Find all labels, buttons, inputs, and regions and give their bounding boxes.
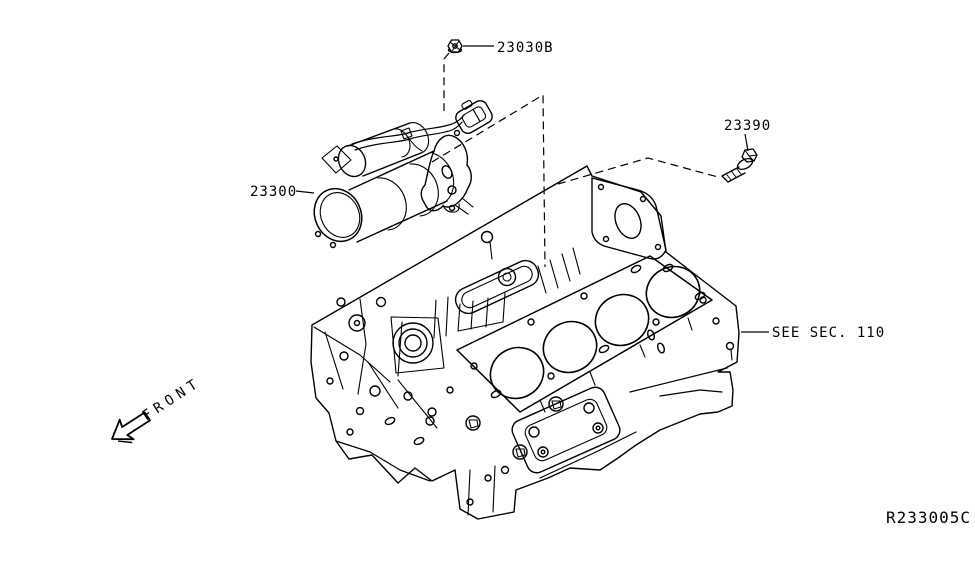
front-arrow-icon [111, 411, 151, 441]
nut-23030b-glyph [447, 39, 463, 54]
leader-23300 [295, 190, 315, 194]
harness-connector [455, 99, 493, 135]
bolt-23390-glyph [721, 148, 758, 183]
side-mounting-pad [511, 386, 621, 474]
drawing-reference-code: R233005C [886, 508, 971, 527]
leader-23390 [744, 133, 749, 152]
part-label-23300[interactable]: 23300 [250, 184, 297, 200]
front-direction-indicator: FRONT [111, 374, 205, 444]
engine-block-drawing [310, 165, 740, 520]
rear-flange [591, 177, 667, 260]
lift-hook-hole [480, 230, 494, 260]
valley-cover [433, 259, 540, 339]
leader-lines [295, 45, 769, 333]
assembly-alignment-dashes [431, 52, 719, 268]
part-label-23030b[interactable]: 23030B [497, 40, 554, 56]
front-label: FRONT [139, 374, 204, 424]
bolt-bosses [427, 386, 564, 475]
starter-motor-drawing [313, 99, 493, 249]
part-label-23390[interactable]: 23390 [724, 118, 771, 134]
starter-drive-housing [420, 129, 474, 215]
starter-solenoid [321, 122, 430, 178]
front-face-details [313, 296, 445, 446]
see-section-label: SEE SEC. 110 [772, 325, 885, 341]
head-gasket [456, 255, 713, 413]
starter-harness [351, 99, 493, 152]
